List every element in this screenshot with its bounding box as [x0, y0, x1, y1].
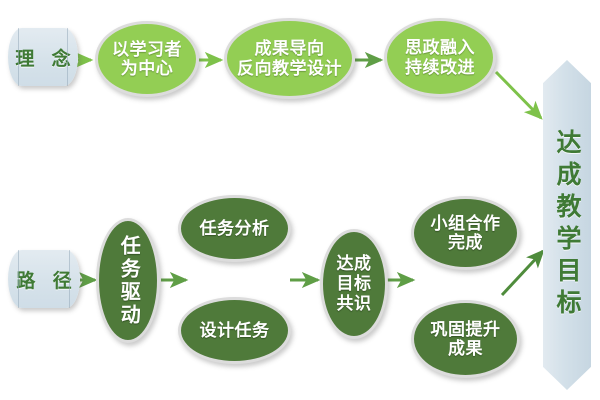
node-task-driven-label: 任务驱动 [117, 234, 140, 327]
row-label-path: 路 径 [8, 250, 80, 308]
node-outcome-oriented[interactable]: 成果导向 反向教学设计 [224, 18, 355, 99]
node-goal-consensus[interactable]: 达成目标共识 [320, 229, 388, 339]
node-group-cooperation-label: 小组合作 完成 [430, 213, 501, 252]
node-task-design-label: 设计任务 [199, 320, 270, 340]
arrow-ideology-to-banner [494, 70, 543, 120]
node-task-analysis[interactable]: 任务分析 [178, 195, 291, 262]
node-learner-centered[interactable]: 以学习者 为中心 [95, 21, 199, 97]
node-outcome-oriented-label: 成果导向 反向教学设计 [237, 39, 342, 78]
node-task-analysis-label: 任务分析 [199, 218, 270, 238]
goal-banner-label: 达成教学目标 [553, 129, 581, 321]
node-group-cooperation[interactable]: 小组合作 完成 [411, 196, 520, 270]
node-ideology-integration[interactable]: 思政融入 持续改进 [384, 18, 496, 97]
arrow-outcomes-to-banner [500, 249, 545, 297]
node-ideology-integration-label: 思政融入 持续改进 [405, 38, 475, 77]
node-task-design[interactable]: 设计任务 [178, 297, 291, 364]
goal-banner: 达成教学目标 [543, 60, 591, 390]
row-label-concept: 理 念 [8, 28, 78, 86]
node-goal-consensus-label: 达成目标共识 [336, 253, 372, 314]
node-consolidate-outcome[interactable]: 巩固提升 成果 [411, 300, 520, 378]
node-learner-centered-label: 以学习者 为中心 [112, 39, 182, 78]
node-consolidate-outcome-label: 巩固提升 成果 [430, 319, 501, 358]
node-task-driven[interactable]: 任务驱动 [96, 218, 160, 343]
